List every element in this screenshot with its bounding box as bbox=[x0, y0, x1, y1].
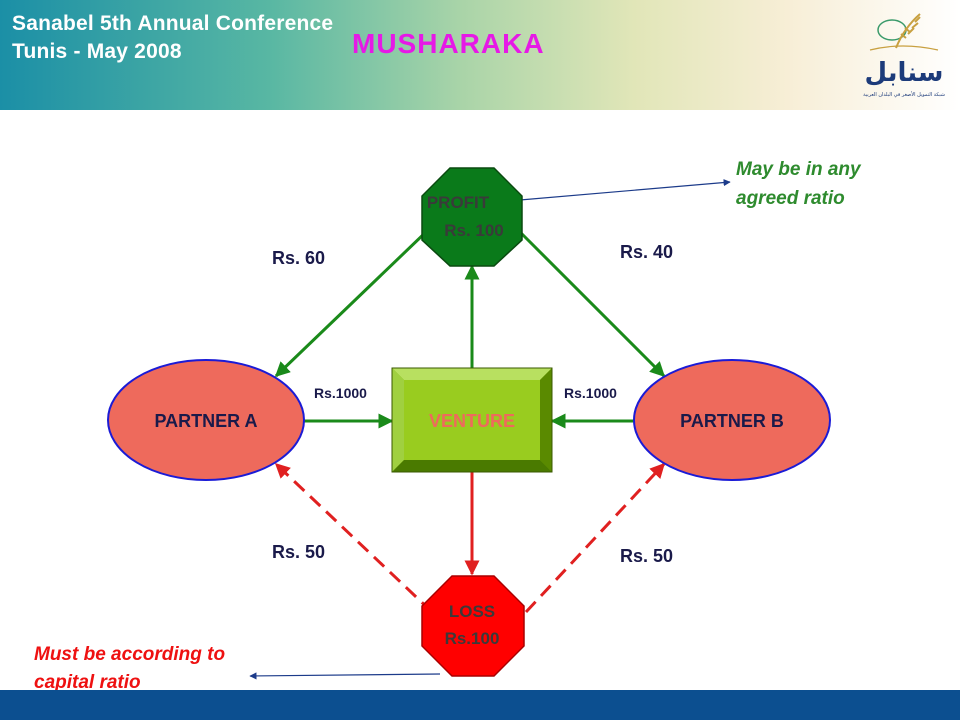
partner-a-ellipse bbox=[107, 359, 305, 481]
loss-label: LOSS bbox=[449, 602, 495, 621]
arrow-loss-to-partner-b bbox=[524, 462, 666, 614]
footer-bar bbox=[0, 690, 960, 720]
conference-title: Sanabel 5th Annual Conference bbox=[12, 12, 334, 35]
arrow-profit-to-partner-a bbox=[274, 230, 428, 378]
venture-label: VENTURE bbox=[429, 411, 515, 431]
logo-subtitle: شبكة التمويل الأصغر في البلدان العربية bbox=[863, 92, 945, 98]
loss-amount: Rs.100 bbox=[445, 629, 500, 648]
capital-b-label: Rs.1000 bbox=[564, 385, 617, 401]
arrow-loss-note bbox=[249, 672, 441, 680]
arrow-profit-to-partner-b bbox=[518, 230, 666, 378]
wheat-icon bbox=[869, 13, 939, 51]
conference-banner: Sanabel 5th Annual Conference Tunis - Ma… bbox=[0, 0, 960, 110]
conference-date: Tunis - May 2008 bbox=[12, 40, 182, 63]
partner-b-ellipse bbox=[633, 359, 831, 481]
venture-box bbox=[391, 367, 553, 473]
loss-share-a-label: Rs. 50 bbox=[272, 542, 325, 562]
profit-share-b-label: Rs. 40 bbox=[620, 242, 673, 262]
loss-share-b-label: Rs. 50 bbox=[620, 546, 673, 566]
logo-wordmark: سنابل bbox=[864, 58, 944, 88]
profit-note-line2: agreed ratio bbox=[736, 188, 845, 209]
arrow-loss-to-partner-a bbox=[274, 462, 434, 614]
profit-octagon bbox=[421, 167, 523, 267]
partner-b-label: PARTNER B bbox=[680, 411, 784, 431]
profit-share-a-label: Rs. 60 bbox=[272, 248, 325, 268]
slide-title: MUSHARAKA bbox=[352, 28, 545, 59]
arrow-profit-note bbox=[519, 178, 731, 201]
profit-note-line1: May be in any bbox=[736, 159, 862, 180]
sanabel-logo: سنابل شبكة التمويل الأصغر في البلدان الع… bbox=[862, 8, 946, 104]
loss-octagon bbox=[421, 575, 525, 677]
capital-a-label: Rs.1000 bbox=[314, 385, 367, 401]
profit-amount: Rs. 100 bbox=[444, 221, 504, 240]
partner-a-label: PARTNER A bbox=[155, 411, 258, 431]
profit-label: PROFIT bbox=[427, 193, 490, 212]
loss-note-line1: Must be according to bbox=[34, 644, 225, 665]
loss-note-line2: capital ratio bbox=[34, 672, 141, 693]
